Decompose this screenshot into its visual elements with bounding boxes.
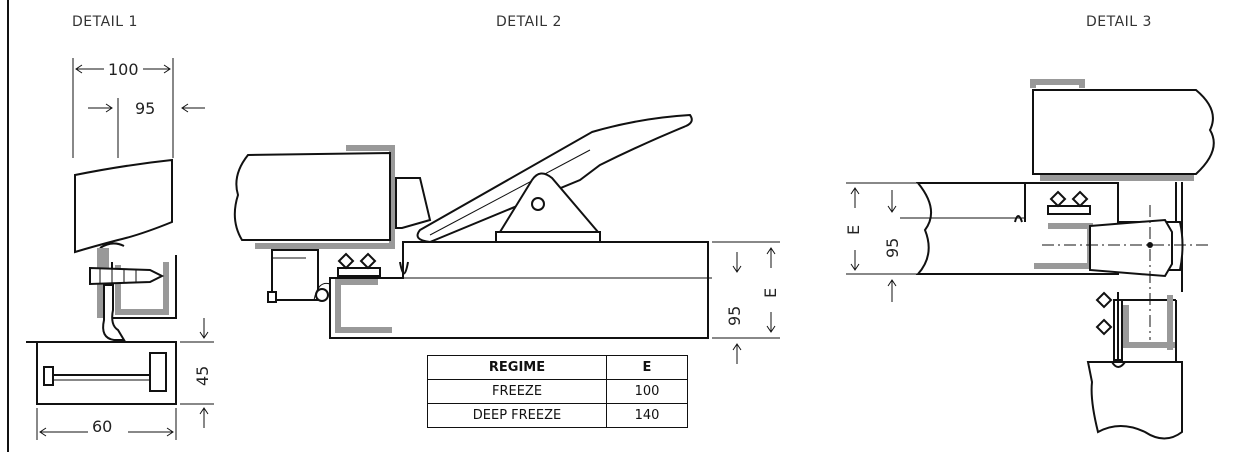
dim-95-label: 95 xyxy=(135,99,155,118)
table-row: FREEZE 100 xyxy=(427,379,688,404)
table-cell: 140 xyxy=(606,403,688,428)
door-panel xyxy=(233,151,391,241)
regime-table: REGIME E FREEZE 100 DEEP FREEZE 140 xyxy=(427,355,688,428)
seal-profile xyxy=(335,279,392,333)
dim-95-label: 95 xyxy=(883,238,902,258)
detail-3-title: DETAIL 3 xyxy=(1086,14,1152,30)
gasket-base xyxy=(337,267,381,277)
table-cell: FREEZE xyxy=(427,379,607,404)
arrow-head xyxy=(850,187,860,195)
arrow-head xyxy=(850,263,860,271)
arrow-head xyxy=(887,279,897,287)
hinge-pin xyxy=(315,288,329,302)
gasket-base xyxy=(1047,205,1091,215)
base-bolt-right xyxy=(149,352,167,392)
handle-edge xyxy=(429,149,591,236)
seal-profile xyxy=(1123,305,1176,348)
latch-housing xyxy=(395,177,432,229)
latch-tip xyxy=(1014,215,1023,223)
frame-body xyxy=(329,241,709,339)
latch-hook xyxy=(102,284,126,341)
arrow-head xyxy=(105,103,113,113)
hinge-tab xyxy=(267,291,277,303)
gasket-diamond xyxy=(1049,190,1067,208)
gasket-diamond xyxy=(1071,190,1089,208)
dim-e-label: E xyxy=(761,288,780,298)
detail-2: DETAIL 2 95 xyxy=(233,14,780,364)
door-panel xyxy=(74,158,173,254)
label-mask xyxy=(88,418,128,440)
dim-60-label: 60 xyxy=(92,417,112,436)
door-gasket xyxy=(255,145,395,249)
table-cell: 100 xyxy=(606,379,688,404)
upper-door xyxy=(1032,89,1215,175)
door-lip xyxy=(99,242,125,249)
lower-door xyxy=(1086,361,1183,440)
screw xyxy=(89,266,165,286)
gasket-diamond xyxy=(1095,291,1113,309)
arrow-head xyxy=(75,64,83,74)
table-header-row: REGIME E xyxy=(427,355,688,380)
latch-tip xyxy=(399,261,409,275)
gasket-diamond xyxy=(359,252,377,270)
table-header-cell: E xyxy=(606,355,688,380)
detail-1-title: DETAIL 1 xyxy=(72,14,138,30)
arrow-head xyxy=(181,103,189,113)
detail-3: DETAIL 3 xyxy=(844,14,1215,440)
bolt-cylinder xyxy=(1089,218,1173,278)
gasket-diamond xyxy=(1095,318,1113,336)
arrow-head xyxy=(163,64,171,74)
arrow-head xyxy=(199,407,209,415)
base-bolt-left xyxy=(43,366,54,386)
arrow-head xyxy=(732,265,742,273)
center-point xyxy=(1147,242,1153,248)
door-gasket xyxy=(1030,79,1085,88)
latch-tip xyxy=(1111,361,1126,368)
arrow-head xyxy=(766,325,776,333)
detail-2-title: DETAIL 2 xyxy=(496,14,562,30)
arrow-head xyxy=(199,331,209,339)
dim-e-label: E xyxy=(844,225,863,235)
table-cell: DEEP FREEZE xyxy=(427,403,607,428)
handle-bracket xyxy=(498,172,601,233)
arrow-head xyxy=(166,427,174,437)
arrow-head xyxy=(766,247,776,255)
dim-45-label: 45 xyxy=(193,366,212,386)
table-row: DEEP FREEZE 140 xyxy=(427,403,688,428)
arrow-head xyxy=(39,427,47,437)
hinge-arm xyxy=(313,282,331,301)
dim-95-label: 95 xyxy=(725,306,744,326)
arrow-head xyxy=(887,205,897,213)
seal-profile xyxy=(115,262,169,315)
bracket-base xyxy=(495,231,601,243)
gasket-diamond xyxy=(337,252,355,270)
bracket-pin xyxy=(531,197,545,211)
arrow-head xyxy=(732,343,742,351)
dim-100-label: 100 xyxy=(108,60,139,79)
table-header-cell: REGIME xyxy=(427,355,607,380)
detail-1: DETAIL 1 100 95 xyxy=(26,14,214,440)
